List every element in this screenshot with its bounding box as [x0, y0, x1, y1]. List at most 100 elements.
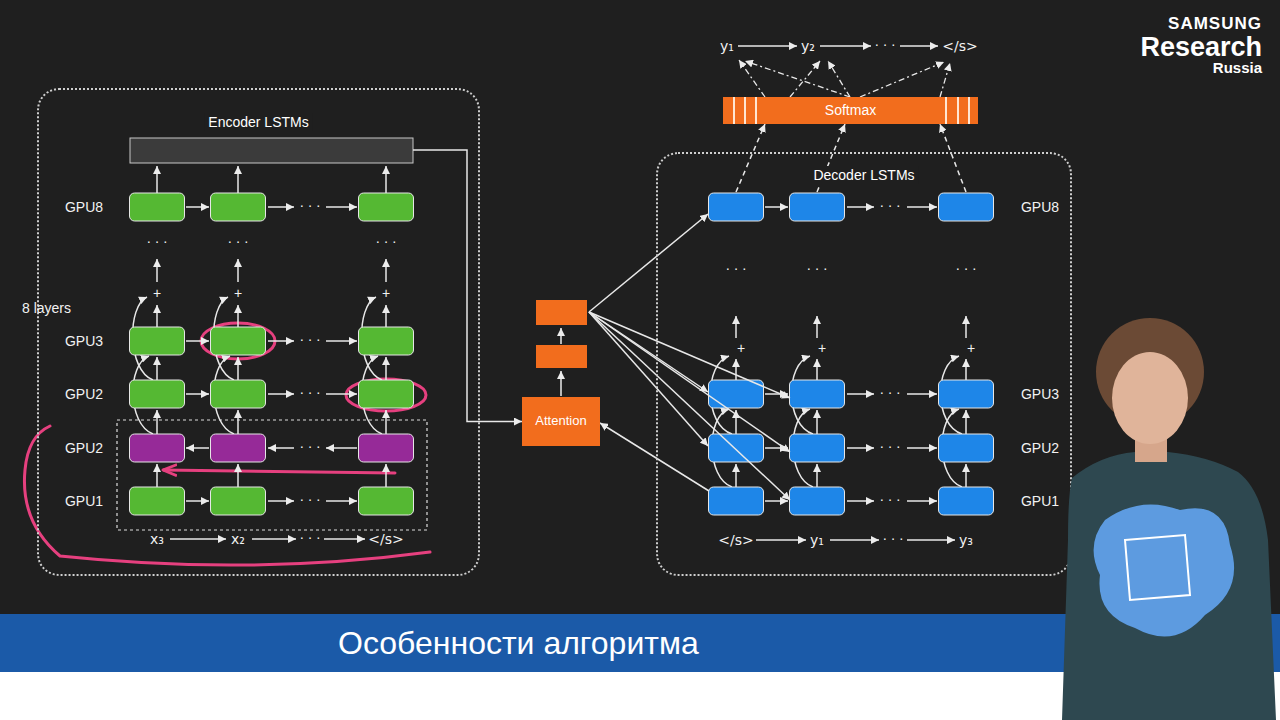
lstm-cell — [709, 193, 764, 221]
diagram-label: + — [737, 340, 745, 357]
diagram-label: · · · — [875, 38, 896, 54]
diagram-label: GPU3 — [1021, 386, 1059, 403]
pen-arrow — [163, 470, 395, 473]
neck — [1135, 430, 1167, 462]
encoder-output-line — [413, 150, 480, 422]
title-band: Особенности алгоритма — [0, 614, 1280, 672]
lstm-cell — [790, 434, 845, 462]
softmax-bar: Softmax — [723, 97, 978, 124]
flow-arrow — [765, 206, 788, 208]
output-line — [739, 60, 765, 97]
diagram-label: GPU2 — [65, 386, 103, 403]
box-label: Softmax — [825, 101, 876, 119]
diagram-label: GPU2 — [65, 440, 103, 457]
flow-arrow — [907, 447, 937, 449]
flow-arrow — [965, 359, 967, 380]
logo-text: Research — [1140, 31, 1262, 63]
flow-arrow — [326, 447, 357, 449]
flow-arrow — [385, 464, 387, 487]
flow-arrow — [965, 410, 967, 434]
lstm-cell — [939, 193, 994, 221]
flow-arrow — [385, 259, 387, 282]
flow-arrow — [237, 410, 239, 434]
attention-layer — [536, 300, 587, 325]
flow-arrow — [907, 206, 937, 208]
flow-arrow — [326, 206, 357, 208]
connector — [736, 124, 966, 192]
output-line — [860, 62, 944, 97]
connector-line — [600, 423, 709, 491]
diagram-label: GPU8 — [1021, 199, 1059, 216]
lstm-cell — [130, 327, 185, 355]
flow-arrow — [735, 316, 737, 338]
flow-arrow — [237, 166, 239, 193]
connector-line — [589, 214, 708, 312]
flow-arrow — [326, 393, 357, 395]
flow-arrow — [830, 539, 879, 541]
attention-layer — [536, 345, 587, 368]
diagram-label: · · · — [880, 440, 901, 456]
region-heading: Decoder LSTMs — [809, 166, 918, 184]
softmax-stripe — [945, 97, 947, 124]
flow-arrow — [237, 464, 239, 487]
flow-arrow — [186, 206, 209, 208]
hair — [1096, 318, 1204, 426]
lstm-cell — [211, 487, 266, 515]
diagram-label: 8 layers — [22, 300, 71, 317]
flow-arrow — [268, 340, 294, 342]
slide-title: Особенности алгоритма — [338, 623, 699, 663]
lstm-cell — [211, 193, 266, 221]
flow-arrow — [186, 447, 209, 449]
flow-arrow — [765, 500, 788, 502]
connector-line — [589, 312, 790, 500]
softmax-stripe — [755, 97, 757, 124]
softmax-stripe — [957, 97, 959, 124]
flow-arrow — [820, 45, 871, 47]
lstm-cell — [130, 380, 185, 408]
lstm-cell — [359, 327, 414, 355]
encoder-output-bar — [130, 138, 413, 163]
output-line — [828, 61, 850, 97]
pen-circle — [346, 379, 426, 411]
diagram-label: x₂ — [231, 531, 245, 548]
lstm-cell — [359, 434, 414, 462]
diagram-label: · · · — [726, 262, 747, 278]
white-footer — [0, 672, 1280, 720]
flow-arrow — [738, 45, 797, 47]
diagram-label: · · · — [807, 262, 828, 278]
output-line — [940, 63, 950, 97]
diagram-label: </s> — [942, 38, 977, 55]
flow-arrow — [907, 539, 955, 541]
output-line — [790, 61, 820, 97]
logo-text: Russia — [1213, 59, 1262, 77]
flow-arrow — [965, 464, 967, 487]
flow-arrow — [560, 371, 562, 396]
diagram-label: + — [967, 340, 975, 357]
connector-line — [480, 421, 522, 423]
diagram-label: GPU1 — [65, 493, 103, 510]
lstm-cell — [939, 380, 994, 408]
flow-arrow — [156, 357, 158, 380]
softmax-stripe — [733, 97, 735, 124]
flow-arrow — [816, 464, 818, 487]
flow-arrow — [385, 410, 387, 434]
diagram-label: · · · — [300, 333, 321, 349]
connector-line — [940, 124, 966, 192]
flow-arrow — [156, 410, 158, 434]
flow-arrow — [252, 538, 296, 540]
lstm-cell — [359, 487, 414, 515]
diagram-label: · · · — [956, 262, 977, 278]
pink-annotations — [24, 323, 430, 565]
diagram-label: · · · — [883, 532, 904, 548]
flow-arrow — [847, 500, 874, 502]
output-line — [745, 61, 850, 97]
connector-line — [736, 124, 765, 192]
diagram-label: </s> — [718, 532, 753, 549]
flow-arrow — [847, 206, 874, 208]
diagram-label: GPU2 — [1021, 440, 1059, 457]
flow-arrow — [186, 500, 209, 502]
diagram-label: + — [818, 340, 826, 357]
diagram-label: + — [234, 285, 242, 302]
